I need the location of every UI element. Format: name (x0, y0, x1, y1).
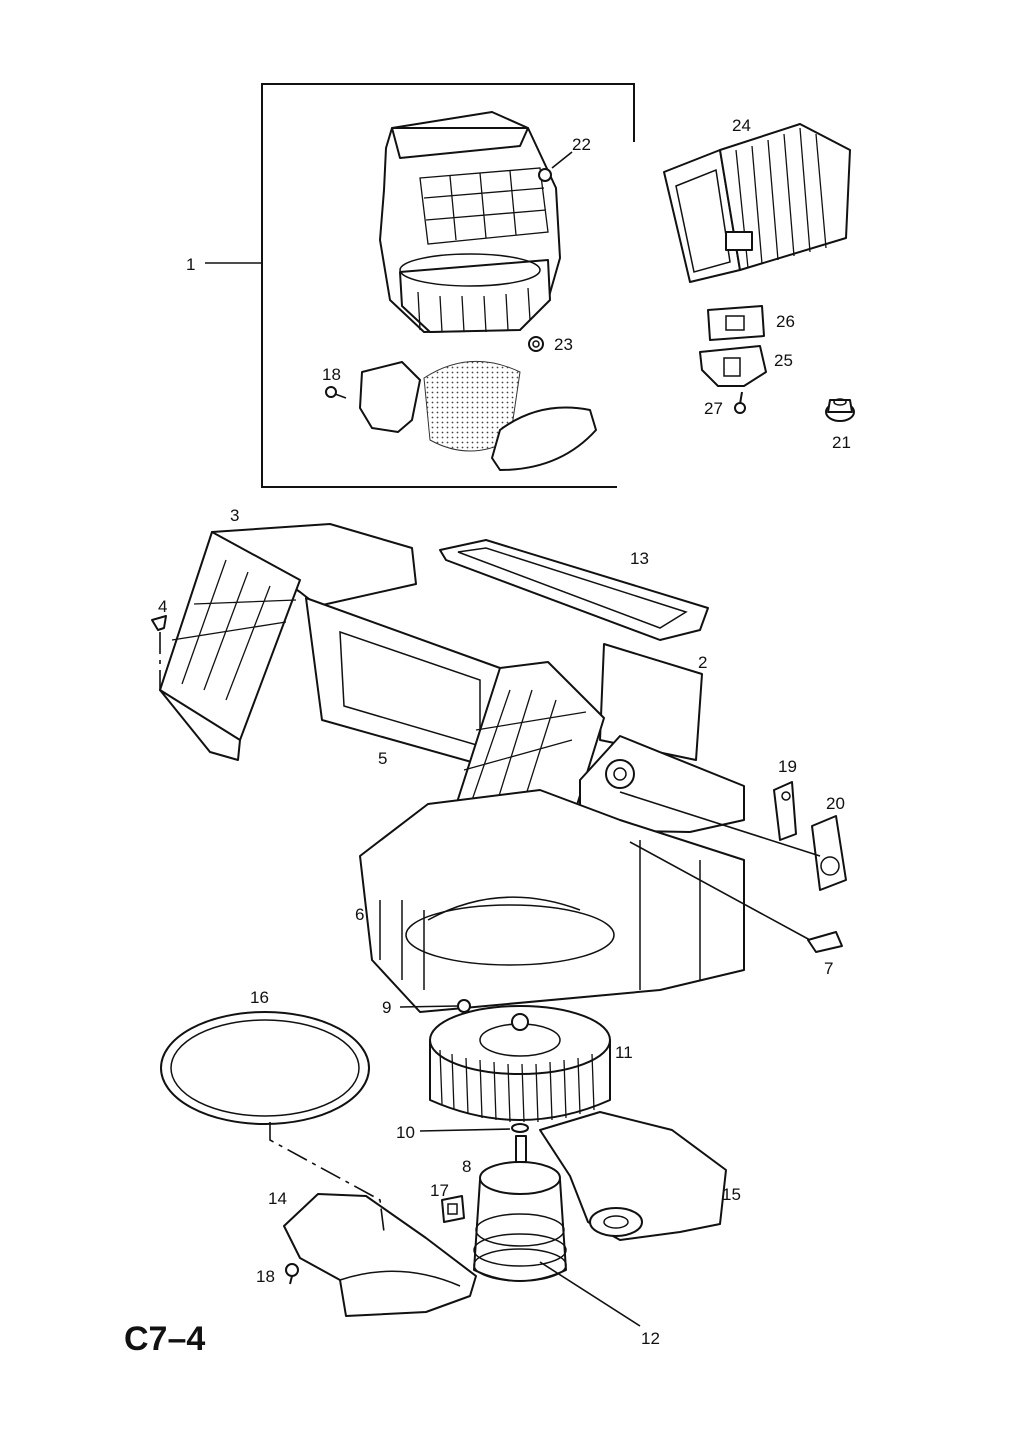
nut-21 (825, 398, 855, 422)
callout-13: 13 (630, 549, 649, 568)
callout-2: 2 (698, 653, 707, 672)
resistor-25 (699, 345, 767, 387)
lower-shell-14 (283, 1193, 477, 1317)
callout-24: 24 (732, 116, 751, 135)
callout-19: 19 (778, 757, 797, 776)
lower-shell-left (359, 361, 421, 433)
screw-4 (151, 615, 167, 690)
callout-23: 23 (554, 335, 573, 354)
clip-7 (807, 931, 843, 953)
leader-9 (399, 1005, 459, 1008)
clip-17 (441, 1195, 465, 1223)
screw-22 (538, 151, 573, 182)
callout-15: 15 (722, 1185, 741, 1204)
page-code: C7–4 (124, 1320, 205, 1358)
callout-5: 5 (378, 749, 387, 768)
blower-housing-upper (379, 111, 561, 333)
seal-ring-16 (160, 1011, 370, 1125)
callout-17: 17 (430, 1181, 449, 1200)
screw-18-upper (325, 386, 347, 399)
callout-6: 6 (355, 905, 364, 924)
callout-1: 1 (186, 255, 195, 274)
callout-25: 25 (774, 351, 793, 370)
link-20 (811, 815, 847, 891)
fan-wheel-11 (429, 1005, 611, 1123)
blower-wheel-upper (423, 360, 521, 452)
guide-line-7 (629, 841, 811, 941)
guide-line-20 (619, 791, 821, 857)
callout-18-lower: 18 (256, 1267, 275, 1286)
callout-4: 4 (158, 597, 167, 616)
lower-shell-15 (539, 1111, 727, 1241)
washer-10 (511, 1123, 529, 1133)
callout-20: 20 (826, 794, 845, 813)
callout-27: 27 (704, 399, 723, 418)
callout-21: 21 (832, 433, 851, 452)
callout-9: 9 (382, 998, 391, 1017)
callout-8: 8 (462, 1157, 471, 1176)
filter-frame-13 (439, 539, 709, 641)
callout-labels: 1 2 3 4 5 6 7 8 9 10 11 12 13 14 15 16 1… (158, 116, 851, 1348)
callout-3: 3 (230, 506, 239, 525)
callout-18-upper: 18 (322, 365, 341, 384)
callout-7: 7 (824, 959, 833, 978)
callout-10: 10 (396, 1123, 415, 1142)
air-intake-duct (663, 123, 851, 283)
screw-18-lower (285, 1263, 299, 1285)
screw-27 (734, 391, 746, 414)
callout-16: 16 (250, 988, 269, 1007)
lower-shell-right (491, 406, 597, 471)
callout-26: 26 (776, 312, 795, 331)
main-case (159, 523, 745, 1013)
callout-14: 14 (268, 1189, 287, 1208)
gasket-26 (707, 305, 765, 341)
callout-22: 22 (572, 135, 591, 154)
lever-19 (773, 781, 797, 841)
assembly-frame (261, 83, 635, 488)
callout-11: 11 (615, 1043, 633, 1062)
callout-12: 12 (641, 1329, 660, 1348)
leader-12 (539, 1261, 641, 1327)
leader-10 (419, 1128, 511, 1132)
blower-motor-8 (473, 1135, 567, 1282)
nut-23 (528, 336, 544, 352)
alignment-line-16-14 (269, 1122, 385, 1233)
nut-9 (457, 999, 471, 1013)
